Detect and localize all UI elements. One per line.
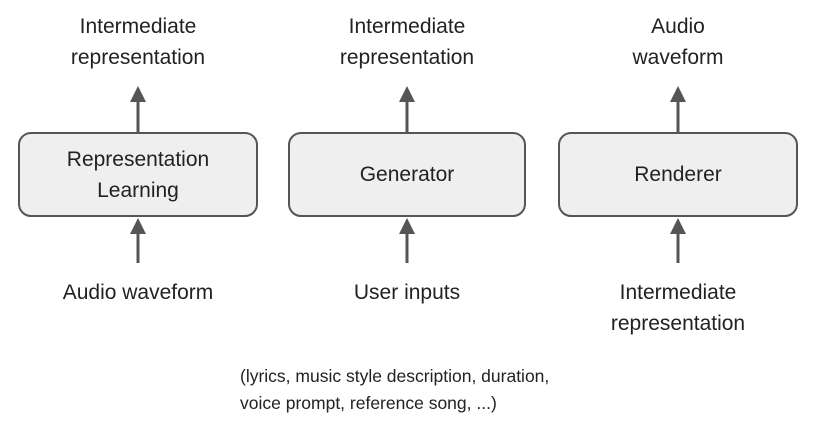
up-arrow-icon — [130, 86, 146, 132]
output-label-representation-learning: Intermediate representation — [18, 11, 258, 73]
up-arrow-icon — [399, 86, 415, 132]
note-line: (lyrics, music style description, durati… — [240, 366, 550, 386]
representation-learning-box: Representation Learning — [18, 132, 258, 217]
box-label-line: Representation — [66, 147, 210, 171]
renderer-box: Renderer — [558, 132, 798, 217]
box-label-line: Renderer — [634, 163, 722, 186]
up-arrow-icon — [670, 86, 686, 132]
up-arrow-icon — [670, 218, 686, 263]
input-label-line: Audio waveform — [62, 281, 214, 304]
input-label-intermediate-representation: Intermediate representation — [558, 277, 798, 339]
box-label-line: Generator — [359, 163, 455, 186]
input-label-line: representation — [610, 312, 746, 335]
input-label-user-inputs: User inputs — [288, 277, 526, 308]
box-label-line: Learning — [97, 178, 179, 202]
output-label-line: representation — [70, 46, 206, 69]
output-label-generator: Intermediate representation — [288, 11, 526, 73]
output-label-line: Intermediate — [79, 15, 197, 38]
output-label-renderer: Audio waveform — [558, 11, 798, 73]
generator-box: Generator — [288, 132, 526, 217]
user-inputs-note: (lyrics, music style description, durati… — [240, 363, 549, 417]
output-label-line: waveform — [632, 46, 724, 69]
output-label-line: representation — [339, 46, 475, 69]
note-line: voice prompt, reference song, ...) — [240, 393, 497, 413]
input-label-line: Intermediate — [619, 281, 737, 304]
up-arrow-icon — [130, 218, 146, 263]
input-label-audio-waveform: Audio waveform — [18, 277, 258, 308]
input-label-line: User inputs — [353, 281, 461, 304]
output-label-line: Intermediate — [348, 15, 466, 38]
up-arrow-icon — [399, 218, 415, 263]
output-label-line: Audio — [651, 15, 705, 38]
